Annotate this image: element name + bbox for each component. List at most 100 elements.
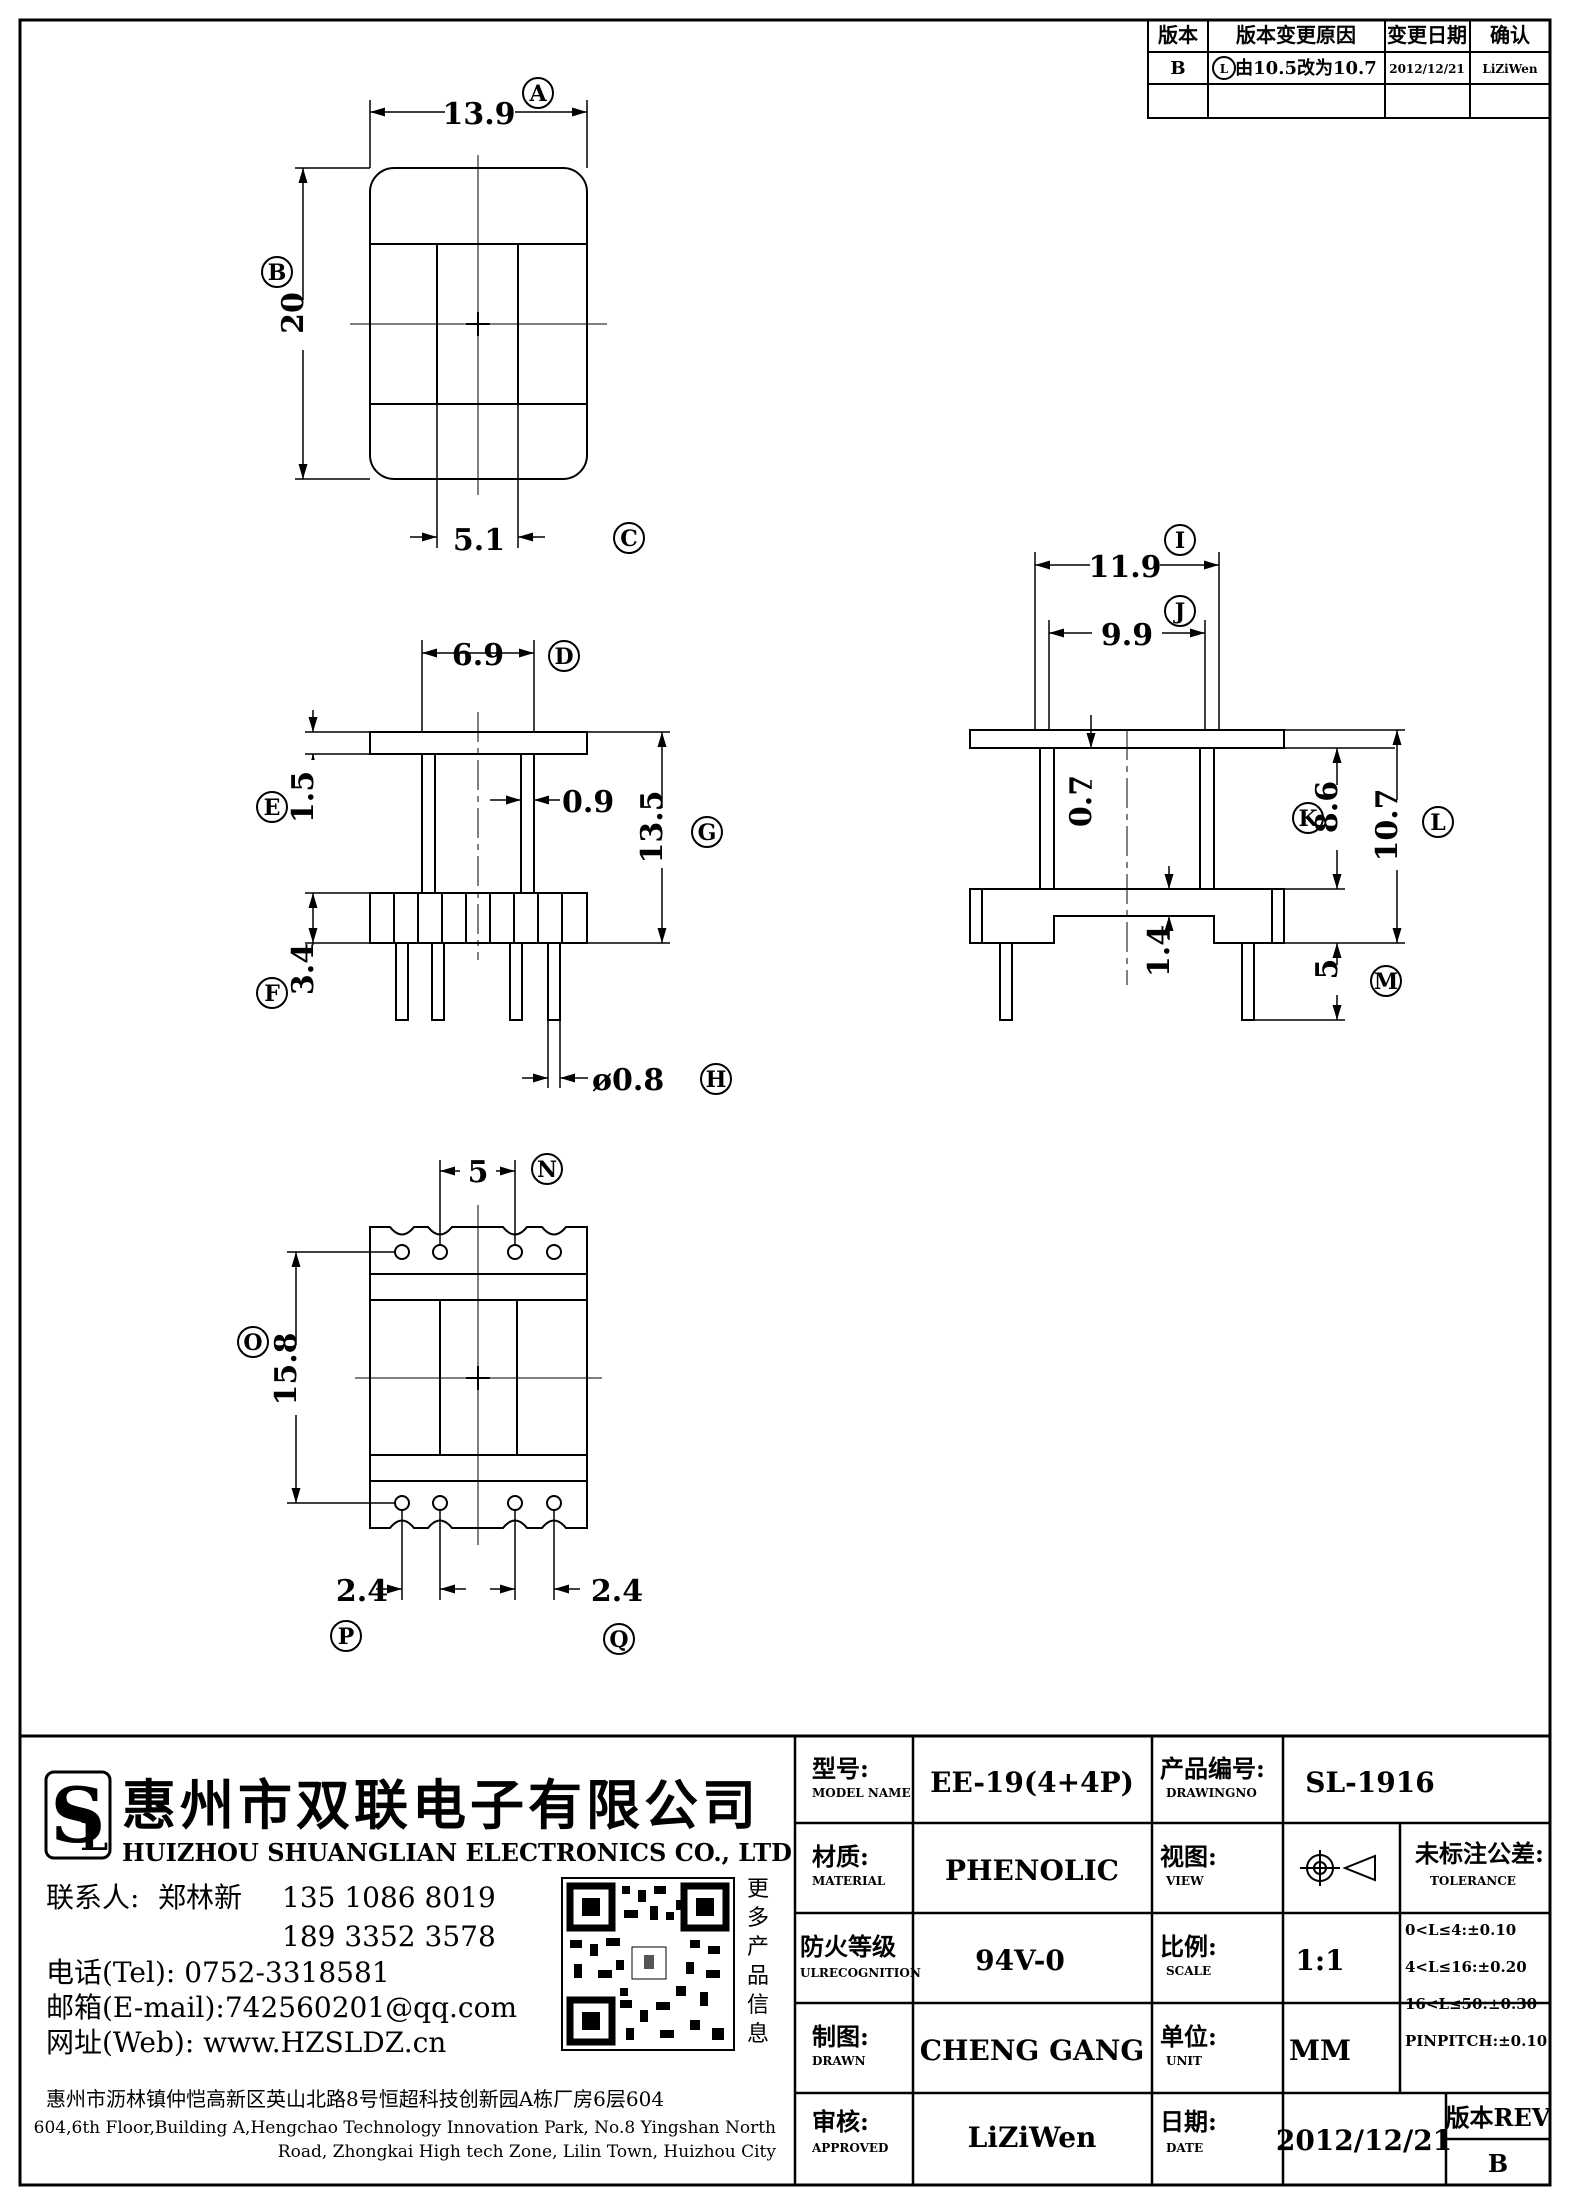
dim-f: 3.4 (286, 943, 321, 995)
callout-l: L (1422, 806, 1454, 838)
qr-caption-3: 产 (747, 1935, 769, 1960)
drawn-label: 制图: (812, 2022, 869, 2051)
dim-b: 20 (276, 292, 311, 334)
callout-c: C (613, 522, 645, 554)
callout-g: G (691, 816, 723, 848)
svg-text:D: D (554, 644, 573, 670)
side-view (969, 729, 1285, 1021)
svg-text:I: I (1175, 528, 1185, 554)
tolerance-sub: TOLERANCE (1430, 1874, 1516, 1888)
svg-text:B: B (268, 260, 287, 286)
dim-pin-gap: 0.9 (562, 785, 614, 820)
rev-date: 2012/12/21 (1389, 62, 1465, 76)
side-view-dims (1034, 552, 1405, 1021)
qr-caption-2: 多 (747, 1906, 769, 1931)
address-cn: 惠州市沥林镇仲恺高新区英山北路8号恒超科技创新园A栋厂房6层604 (46, 2087, 664, 2111)
contact-name: 郑林新 (158, 1881, 242, 1914)
dim-step: 1.4 (1142, 925, 1177, 977)
view-sub: VIEW (1165, 1874, 1204, 1888)
dim-c: 5.1 (453, 523, 505, 558)
contact-label: 联系人: (46, 1881, 139, 1914)
callout-i: I (1164, 524, 1196, 556)
svg-text:O: O (243, 1330, 262, 1356)
qr-code (561, 1877, 735, 2051)
callout-a: A (522, 77, 554, 109)
fire-value: 94V-0 (975, 1944, 1065, 1977)
dim-i: 11.9 (1088, 550, 1161, 585)
model-value: EE-19(4+4P) (930, 1766, 1134, 1799)
scale-label: 比例: (1160, 1932, 1217, 1961)
unit-sub: UNIT (1166, 2054, 1202, 2068)
callout-m: M (1370, 965, 1402, 997)
drawno-label: 产品编号: (1160, 1754, 1265, 1783)
date-value: 2012/12/21 (1276, 2124, 1452, 2157)
rev-header-date: 变更日期 (1387, 23, 1467, 47)
svg-text:K: K (1298, 806, 1318, 832)
approved-value: LiZiWen (968, 2121, 1097, 2154)
qr-caption-5: 信 (747, 1993, 769, 2018)
dim-d: 6.9 (452, 638, 504, 673)
drawn-value: CHENG GANG (920, 2034, 1144, 2067)
rev-marker-circle (1212, 56, 1236, 80)
svg-text:L: L (1430, 810, 1445, 836)
dim-q: 2.4 (591, 1574, 643, 1609)
projection-icon (1300, 1850, 1376, 1886)
dim-h: ø0.8 (592, 1063, 664, 1098)
fire-label: 防火等级 (800, 1932, 896, 1961)
svg-text:F: F (264, 981, 280, 1007)
date-label: 日期: (1160, 2107, 1217, 2136)
svg-text:E: E (264, 795, 281, 821)
svg-text:M: M (1374, 969, 1398, 995)
front-view-dims (305, 640, 670, 1088)
tel: 电话(Tel): 0752-3318581 (46, 1956, 390, 1989)
svg-text:L: L (80, 1813, 108, 1860)
rev-confirm: LiZiWen (1482, 62, 1537, 76)
qr-caption-6: 息 (747, 2022, 769, 2047)
dim-o: 15.8 (269, 1332, 304, 1405)
material-sub: MATERIAL (812, 1874, 886, 1888)
drawno-value: SL-1916 (1305, 1766, 1434, 1799)
rev-marker: L (1220, 62, 1229, 76)
company-logo: S L (44, 1770, 112, 1860)
qr-caption-1: 更 (747, 1877, 769, 1902)
svg-text:J: J (1173, 599, 1185, 625)
tolerance-label: 未标注公差: (1415, 1839, 1544, 1868)
phone-2: 189 3352 3578 (282, 1920, 496, 1953)
address-en-2: Road, Zhongkai High tech Zone, Lilin Tow… (278, 2142, 777, 2162)
callout-d: D (548, 640, 580, 672)
dim-n: 5 (468, 1155, 489, 1190)
rev-header-confirm: 确认 (1490, 23, 1531, 47)
callouts: A B C D E F G H I J K L M N O P Q (237, 77, 1454, 1655)
bottom-view (355, 1205, 602, 1545)
company-block: S L 惠州市双联电子有限公司 HUIZHOU SHUANGLIAN ELECT… (34, 1770, 792, 2162)
company-name-en: HUIZHOU SHUANGLIAN ELECTRONICS CO., LTD (122, 1838, 792, 1867)
svg-text:C: C (620, 526, 638, 552)
dim-a: 13.9 (442, 97, 515, 132)
approved-sub: APPROVED (811, 2141, 888, 2155)
callout-b: B (261, 256, 293, 288)
company-name-cn: 惠州市双联电子有限公司 (122, 1773, 760, 1837)
tolerance-line-3: 16<L≤50:±0.30 (1405, 1995, 1537, 2013)
dim-l: 10.7 (1370, 788, 1405, 861)
svg-text:P: P (338, 1624, 355, 1650)
dim-k: 8.6 (1310, 781, 1345, 833)
svg-text:A: A (528, 81, 547, 107)
dim-e: 1.5 (286, 771, 321, 823)
tolerance-line-4: PINPITCH:±0.10 (1405, 2032, 1547, 2050)
callout-o: O (237, 1326, 269, 1358)
rev-header-version: 版本 (1158, 23, 1198, 47)
drawno-sub: DRAWINGNO (1166, 1786, 1257, 1800)
unit-label: 单位: (1160, 2022, 1217, 2051)
rev-header-reason: 版本变更原因 (1236, 23, 1356, 47)
front-view (369, 712, 588, 1021)
rev-value: B (1488, 2149, 1508, 2178)
dim-slot: 0.7 (1064, 775, 1099, 827)
fire-sub: ULRECOGNITION (800, 1966, 921, 1980)
svg-text:N: N (537, 1157, 557, 1183)
rev-label: 版本REV (1446, 2103, 1551, 2132)
qr-caption-4: 品 (747, 1964, 769, 1989)
rev-version: B (1170, 58, 1185, 79)
dim-p: 2.4 (336, 1574, 388, 1609)
rev-reason: 由10.5改为10.7 (1235, 57, 1377, 79)
